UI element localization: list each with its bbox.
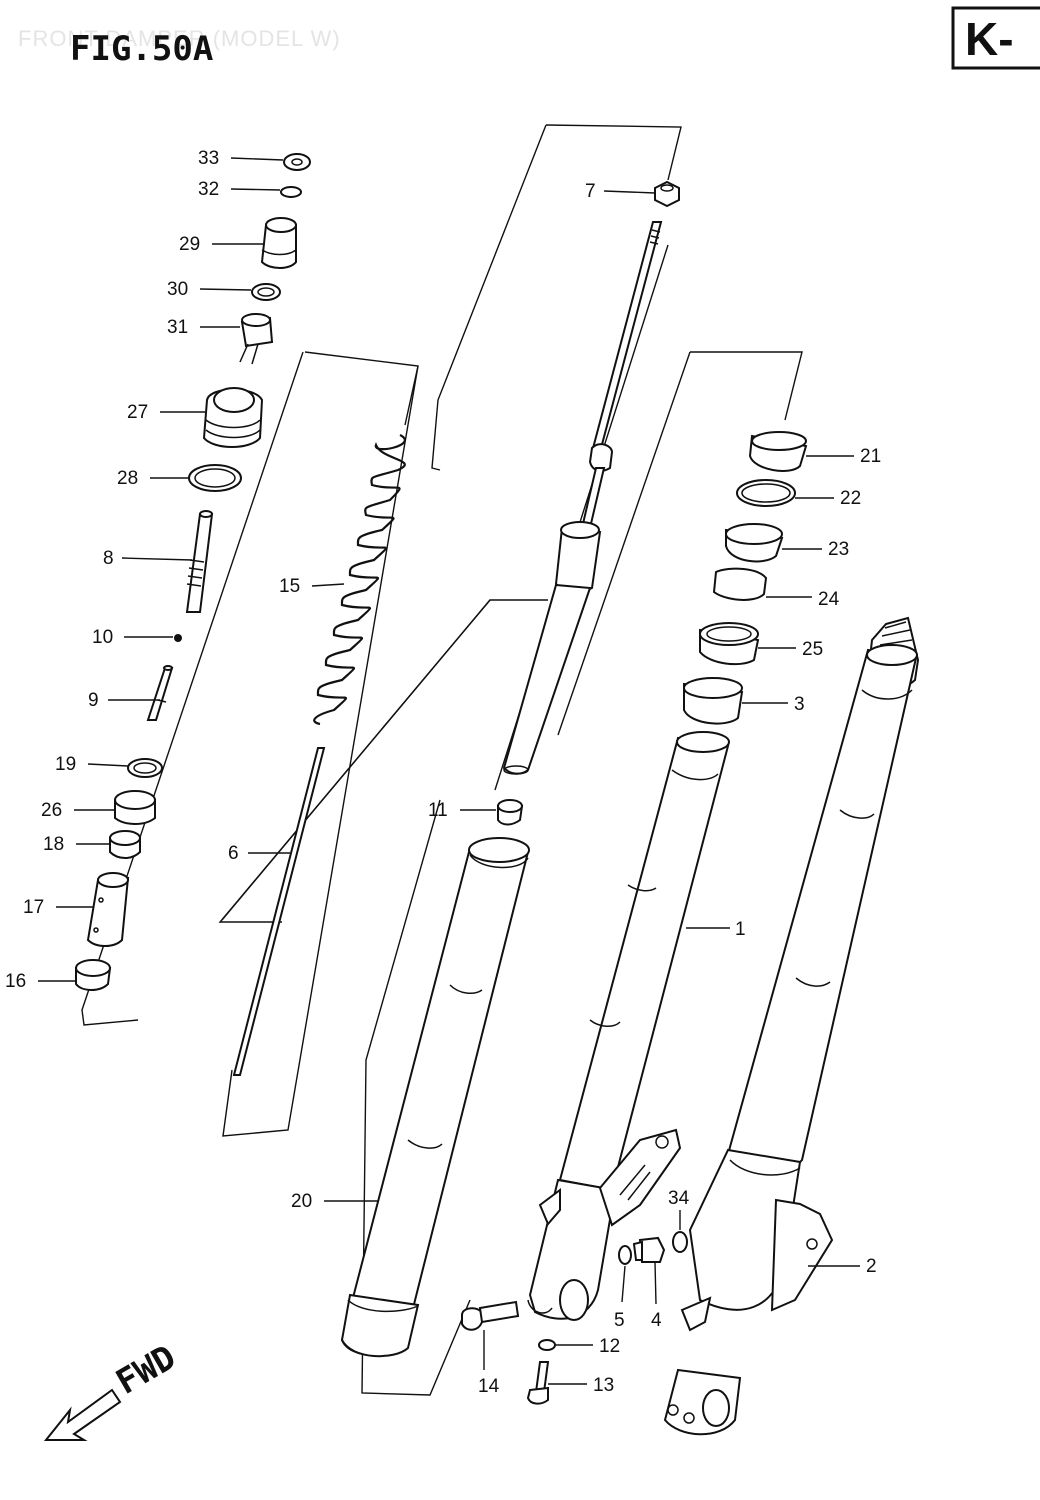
figure-number: FIG.50A bbox=[70, 29, 213, 69]
part-9-rod bbox=[146, 665, 174, 721]
callout-group: 33 32 29 30 31 27 28 8 10 9 19 26 18 17 … bbox=[5, 148, 881, 1397]
part-15-spring bbox=[313, 434, 406, 726]
callout-26: 26 bbox=[41, 800, 62, 821]
callout-12: 12 bbox=[599, 1336, 620, 1357]
part-31-collar bbox=[239, 313, 274, 365]
part-6-rod bbox=[232, 747, 326, 1076]
callout-13: 13 bbox=[593, 1375, 614, 1396]
part-1-outer-tube bbox=[527, 731, 730, 1321]
callout-2: 2 bbox=[866, 1256, 877, 1277]
part-10-ball bbox=[174, 634, 182, 642]
callout-23: 23 bbox=[828, 539, 849, 560]
part-14-bolt bbox=[461, 1300, 520, 1331]
part-27-cap-bolt bbox=[202, 387, 264, 448]
part-17-sleeve bbox=[86, 872, 130, 947]
callout-21: 21 bbox=[860, 446, 881, 467]
part-32-oring bbox=[280, 186, 302, 198]
callout-22: 22 bbox=[840, 488, 861, 509]
part-4-bleed-valve bbox=[632, 1236, 666, 1263]
part-5-gasket bbox=[618, 1245, 632, 1265]
faint-title: FRONT DAMPER (MODEL W) bbox=[18, 26, 341, 51]
callout-6: 6 bbox=[228, 843, 239, 864]
callout-15: 15 bbox=[279, 576, 300, 597]
arrow-icon bbox=[43, 1388, 122, 1441]
callout-7: 7 bbox=[585, 181, 596, 202]
part-25-oil-seal bbox=[699, 622, 760, 666]
callout-3: 3 bbox=[794, 694, 805, 715]
callout-19: 19 bbox=[55, 754, 76, 775]
part-8-rod bbox=[185, 510, 214, 613]
callout-1: 1 bbox=[735, 919, 746, 940]
forward-direction-arrow: FWD bbox=[43, 1337, 183, 1441]
callout-27: 27 bbox=[127, 402, 148, 423]
callout-34: 34 bbox=[668, 1188, 690, 1209]
callout-28: 28 bbox=[117, 468, 138, 489]
callout-32: 32 bbox=[198, 179, 219, 200]
part-20-inner-tube bbox=[340, 837, 530, 1358]
callout-16: 16 bbox=[5, 971, 26, 992]
callout-5: 5 bbox=[614, 1310, 625, 1331]
callout-31: 31 bbox=[167, 317, 188, 338]
part-30-ring bbox=[251, 283, 281, 301]
callout-25: 25 bbox=[802, 639, 823, 660]
callout-24: 24 bbox=[818, 589, 840, 610]
part-19-washer bbox=[127, 758, 163, 778]
page-code-box: K- bbox=[951, 6, 1040, 70]
callout-11: 11 bbox=[428, 800, 448, 821]
part-18-cap bbox=[109, 830, 141, 859]
callout-20: 20 bbox=[291, 1191, 312, 1212]
callout-17: 17 bbox=[23, 897, 44, 918]
callout-9: 9 bbox=[88, 690, 99, 711]
fwd-label: FWD bbox=[110, 1337, 183, 1402]
part-23-washer bbox=[725, 523, 784, 563]
callout-18: 18 bbox=[43, 834, 64, 855]
page-code: K- bbox=[965, 13, 1014, 65]
part-7-nut bbox=[654, 180, 680, 208]
callout-4: 4 bbox=[651, 1310, 662, 1331]
damper-rod-assembly bbox=[502, 221, 663, 775]
part-21-bushing bbox=[748, 431, 808, 472]
part-29-cap bbox=[260, 217, 297, 269]
callout-8: 8 bbox=[103, 548, 114, 569]
part-12-washer bbox=[538, 1339, 556, 1351]
callout-33: 33 bbox=[198, 148, 219, 169]
part-11-bushing bbox=[497, 799, 524, 826]
callout-30: 30 bbox=[167, 279, 188, 300]
part-16-cap bbox=[75, 959, 112, 991]
part-24-clip bbox=[712, 567, 768, 601]
part-2-outer-tube bbox=[663, 616, 920, 1436]
callout-14: 14 bbox=[478, 1376, 500, 1397]
callout-29: 29 bbox=[179, 234, 200, 255]
part-34-gasket bbox=[672, 1231, 688, 1253]
part-3-bushing bbox=[683, 677, 744, 725]
part-33-washer bbox=[283, 153, 311, 171]
callout-10: 10 bbox=[92, 627, 113, 648]
part-13-bolt bbox=[526, 1361, 550, 1405]
part-26-ring bbox=[114, 790, 156, 825]
